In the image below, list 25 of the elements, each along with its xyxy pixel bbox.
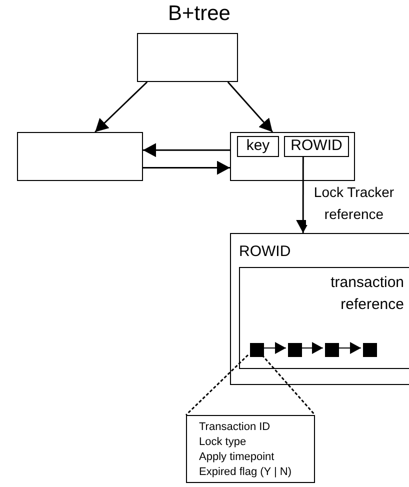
transaction-reference-box [239, 267, 409, 369]
node-text: Expired flag (Y | N) [199, 465, 292, 480]
transaction-square [288, 343, 302, 357]
arrow [143, 143, 230, 158]
transaction-detail-box [186, 415, 315, 483]
node-text: ROWID [239, 242, 291, 262]
leaf-node-box [17, 132, 143, 181]
node-text: Transaction ID [199, 420, 270, 435]
leaf-node-box [230, 132, 355, 181]
node-text: transaction reference [330, 273, 404, 315]
node-text: Lock type [199, 435, 246, 450]
transaction-square [325, 343, 339, 357]
rowid-field: ROWID [284, 136, 349, 157]
tree-node-box [137, 33, 238, 82]
arrow [94, 81, 148, 133]
dashed-leader-line [261, 354, 316, 416]
node-text: Apply timepoint [199, 450, 274, 465]
dashed-leader-line [185, 354, 249, 416]
transaction-square [363, 343, 377, 357]
diagram-title: B+tree [168, 2, 230, 26]
arrow [143, 160, 230, 175]
lock-tracker-box [230, 233, 409, 385]
arrow [227, 82, 274, 132]
transaction-square [250, 343, 264, 357]
key-field: key [237, 136, 279, 157]
